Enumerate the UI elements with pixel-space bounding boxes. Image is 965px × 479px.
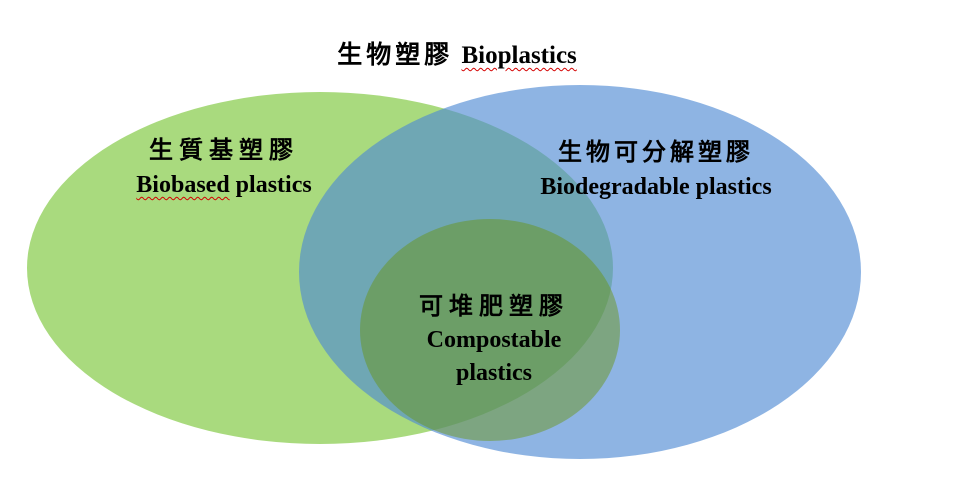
biodegradable-label-zh: 生物可分解塑膠	[558, 140, 754, 166]
biobased-flagged-word: Biobased	[136, 172, 230, 198]
compostable-label-en-line2: plastics	[455, 360, 532, 386]
compostable-ellipse	[360, 219, 620, 441]
biobased-label: 生質基塑膠 Biobased plastics	[24, 134, 424, 202]
diagram-title: 生物塑膠 Bioplastics	[0, 41, 914, 71]
biobased-rest-word: plastics	[229, 172, 312, 198]
biobased-label-en: Biobased plastics	[24, 168, 424, 202]
biobased-label-zh: 生質基塑膠	[149, 138, 299, 164]
title-zh: 生物塑膠	[337, 42, 454, 69]
compostable-label-en-line1: Compostable	[426, 327, 562, 353]
compostable-label: 可堆肥塑膠 Compostable plastics	[294, 291, 694, 390]
biodegradable-ellipse	[299, 85, 861, 459]
compostable-label-zh: 可堆肥塑膠	[419, 294, 569, 320]
biodegradable-label-en: Biodegradable plastics	[540, 174, 772, 200]
title-en: Bioplastics	[461, 42, 577, 69]
biodegradable-label: 生物可分解塑膠 Biodegradable plastics	[456, 136, 856, 204]
